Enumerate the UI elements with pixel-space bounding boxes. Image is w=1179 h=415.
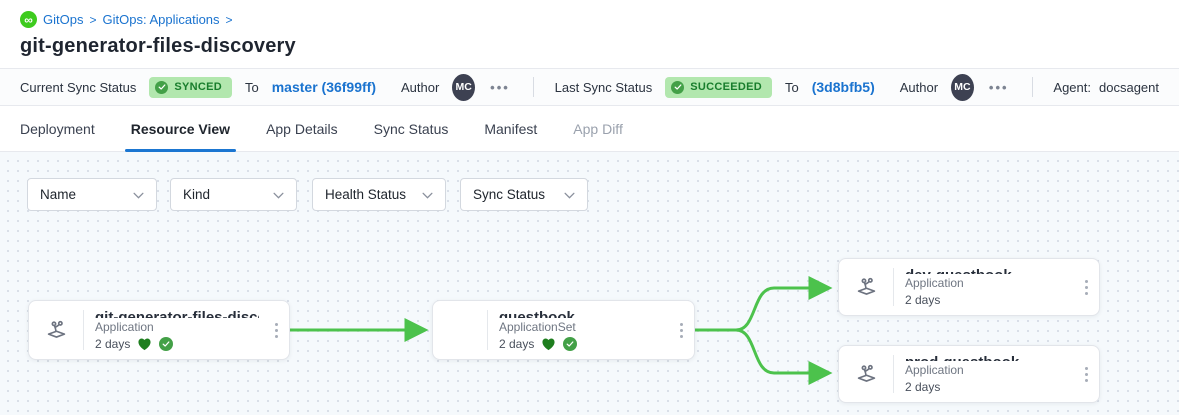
filter-name[interactable]: Name <box>27 178 157 211</box>
current-author-label: Author <box>400 79 440 95</box>
synced-check-icon <box>563 337 578 351</box>
page-title: git-generator-files-discovery <box>20 35 296 57</box>
health-heart-icon <box>542 338 555 351</box>
filter-name-label: Name <box>40 187 77 202</box>
status-bar: Current Sync Status SYNCED To master (36… <box>0 68 1179 106</box>
synced-check-icon <box>159 337 174 351</box>
tab-app-diff: App Diff <box>573 120 623 137</box>
current-sync-status-badge: SYNCED <box>149 76 232 98</box>
last-revision-link[interactable]: (3d8bfb5) <box>811 79 875 95</box>
node-kind: Application <box>905 276 964 290</box>
node-prod-guestbook[interactable]: prod-guestbook Application 2 days <box>838 345 1100 403</box>
health-heart-icon <box>138 338 151 351</box>
resource-graph-canvas: Name Kind Health Status Sync Status <box>0 152 1179 415</box>
last-author-avatar: MC <box>951 73 974 101</box>
node-menu-button[interactable] <box>668 301 694 359</box>
application-icon <box>839 346 893 402</box>
node-kind: Application <box>95 320 154 334</box>
header: ∞ GitOps > GitOps: Applications > git-ge… <box>0 0 1179 68</box>
breadcrumb-gitops[interactable]: GitOps <box>43 12 84 27</box>
node-divider <box>487 310 488 350</box>
node-age: 2 days <box>499 337 535 351</box>
node-title: prod-guestbook <box>905 354 1069 361</box>
agent-label: Agent: <box>1053 79 1091 95</box>
node-content: git-generator-files-disco... Application… <box>84 301 263 359</box>
filter-health-status[interactable]: Health Status <box>312 178 446 211</box>
node-content: prod-guestbook Application 2 days <box>894 346 1073 402</box>
node-divider <box>83 310 84 350</box>
current-sync-status-label: Current Sync Status <box>20 79 137 95</box>
last-to-label: To <box>785 79 799 95</box>
last-sync-status-badge: SUCCEEDED <box>665 76 772 98</box>
applicationset-icon <box>433 301 487 359</box>
divider <box>1031 77 1033 97</box>
filter-kind[interactable]: Kind <box>170 178 297 211</box>
node-title: guestbook <box>499 309 575 318</box>
filter-kind-label: Kind <box>183 187 211 202</box>
node-menu-button[interactable] <box>263 301 289 359</box>
check-circle-icon <box>671 80 685 94</box>
node-kind: ApplicationSet <box>499 320 576 334</box>
breadcrumb: ∞ GitOps > GitOps: Applications > <box>20 11 1159 28</box>
last-sync-status-text: SUCCEEDED <box>690 81 762 93</box>
node-content: guestbook ApplicationSet 2 days <box>488 301 668 359</box>
chevron-down-icon <box>133 187 144 202</box>
filter-health-status-label: Health Status <box>325 187 407 202</box>
node-age: 2 days <box>905 380 941 394</box>
tab-manifest[interactable]: Manifest <box>484 120 538 137</box>
current-author-avatar: MC <box>452 73 476 101</box>
node-menu-button[interactable] <box>1073 346 1099 402</box>
node-kind: Application <box>905 363 964 377</box>
last-more-button[interactable]: ••• <box>988 79 1009 95</box>
current-sync-status-text: SYNCED <box>174 81 222 93</box>
chevron-down-icon <box>273 187 284 202</box>
divider <box>532 77 534 97</box>
last-sync-status-label: Last Sync Status <box>554 79 653 95</box>
breadcrumb-applications[interactable]: GitOps: Applications <box>102 12 220 27</box>
node-age: 2 days <box>905 293 941 307</box>
node-title: git-generator-files-disco... <box>95 309 259 318</box>
tab-app-details[interactable]: App Details <box>266 120 338 137</box>
application-icon <box>29 301 83 359</box>
node-guestbook[interactable]: guestbook ApplicationSet 2 days <box>432 300 695 360</box>
agent-value: docsagent <box>1099 79 1159 95</box>
node-dev-guestbook[interactable]: dev-guestbook Application 2 days <box>838 258 1100 316</box>
last-author-label: Author <box>899 79 939 95</box>
node-title: dev-guestbook <box>905 267 1069 274</box>
chevron-down-icon <box>422 187 433 202</box>
node-menu-button[interactable] <box>1073 259 1099 315</box>
application-icon <box>839 259 893 315</box>
breadcrumb-separator: > <box>89 12 97 27</box>
filter-sync-status-label: Sync Status <box>473 187 546 202</box>
node-git-generator-files-discovery[interactable]: git-generator-files-disco... Application… <box>28 300 290 360</box>
node-age: 2 days <box>95 337 131 351</box>
check-circle-icon <box>155 80 169 94</box>
tab-sync-status[interactable]: Sync Status <box>373 120 449 137</box>
agent-info: Agent: docsagent <box>1053 80 1159 95</box>
gitops-logo-icon: ∞ <box>20 11 37 28</box>
tab-deployment[interactable]: Deployment <box>20 120 95 137</box>
breadcrumb-separator: > <box>225 12 233 27</box>
tab-resource-view[interactable]: Resource View <box>124 106 237 152</box>
current-to-label: To <box>244 79 259 95</box>
tab-bar: Deployment Resource View App Details Syn… <box>0 106 1179 152</box>
node-content: dev-guestbook Application 2 days <box>894 259 1073 315</box>
current-revision-link[interactable]: master (36f99ff) <box>271 79 376 95</box>
filter-sync-status[interactable]: Sync Status <box>460 178 588 211</box>
node-divider <box>893 268 894 306</box>
chevron-down-icon <box>564 187 575 202</box>
current-more-button[interactable]: ••• <box>490 79 510 95</box>
node-divider <box>893 355 894 393</box>
